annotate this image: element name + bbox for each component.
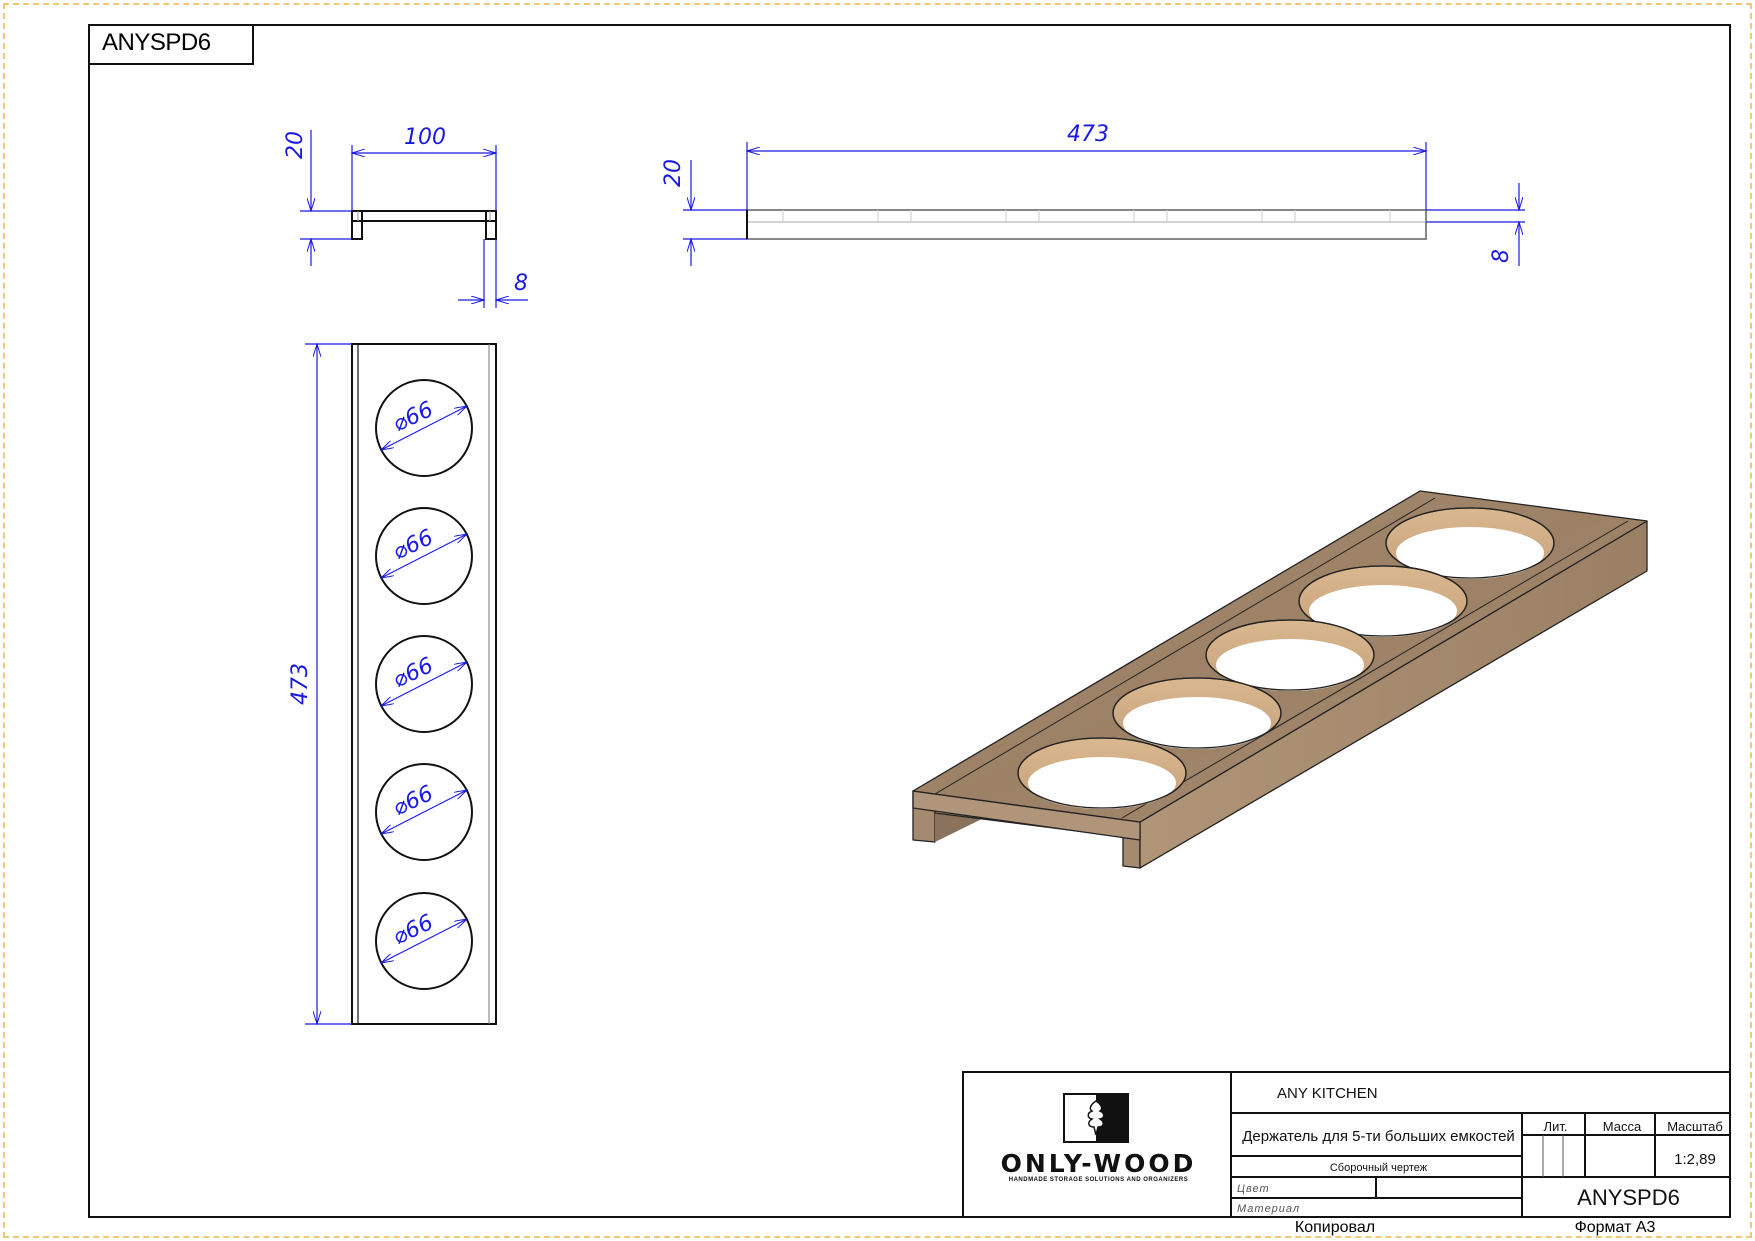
front-view-dimensions: [300, 130, 528, 308]
sheet-code-label: ANYSPD6: [88, 24, 254, 65]
iso-hole: [1298, 565, 1468, 637]
iso-hole: [1112, 677, 1282, 749]
hole-circle: [375, 635, 473, 733]
side-length-dim: 473: [1067, 122, 1109, 147]
company-name: ANY KITCHEN: [1277, 1085, 1378, 1102]
side-view: [746, 209, 1427, 240]
isometric-render: [912, 490, 1648, 869]
hole-diameter-dim-line: [381, 406, 467, 450]
side-view-dimensions: [683, 142, 1525, 266]
format-label: Формат А3: [1574, 1219, 1656, 1236]
oak-leaf-logo-icon: [1063, 1093, 1129, 1143]
title-block-grid: [1230, 1071, 1731, 1218]
side-height-dim: 20: [661, 159, 686, 187]
hole-circle: [375, 763, 473, 861]
iso-hole: [1205, 619, 1375, 691]
side-thickness-dim: 8: [1489, 249, 1514, 263]
iso-hole: [1385, 507, 1555, 579]
front-height-dim: 20: [283, 131, 308, 159]
front-width-dim: 100: [404, 125, 446, 150]
plan-view: [351, 343, 497, 1025]
drawing-frame: [88, 24, 1731, 1218]
product-name: Держатель для 5-ти больших емкостей: [1242, 1128, 1515, 1145]
hole-diameter-dim-line: [381, 534, 467, 578]
document-type: Сборочный чертеж: [1329, 1162, 1428, 1174]
hole-diameter-dim: ⌀66: [389, 525, 437, 565]
front-view: [351, 210, 497, 240]
designation: ANYSPD6: [1577, 1185, 1680, 1210]
hole-diameter-dim: ⌀66: [389, 397, 437, 437]
sheet-trim-border: [3, 3, 1752, 1238]
hole-diameter-dim: ⌀66: [389, 653, 437, 693]
scale-value: 1:2,89: [1674, 1151, 1716, 1168]
color-label: Цвет: [1237, 1183, 1270, 1195]
lit-label: Лит.: [1543, 1119, 1568, 1134]
hole-circle: [375, 507, 473, 605]
hole-diameter-dim: ⌀66: [389, 781, 437, 821]
hole-diameter-dim-line: [381, 790, 467, 834]
material-label: Материал: [1237, 1203, 1301, 1215]
scale-label: Масштаб: [1667, 1119, 1723, 1134]
mass-label: Масса: [1602, 1119, 1642, 1134]
hole-diameter-dim-line: [381, 919, 467, 963]
plan-length-dim: 473: [288, 663, 313, 705]
iso-hole: [1017, 737, 1187, 809]
logo-tagline: HANDMADE STORAGE SOLUTIONS AND ORGANIZER…: [1008, 1177, 1189, 1183]
hole-circle: [375, 892, 473, 990]
hole-diameter-dim: ⌀66: [389, 910, 437, 950]
hole-diameter-dim-line: [381, 662, 467, 706]
logo-wordmark: ONLY-WOOD: [1000, 1149, 1197, 1178]
copied-by-label: Копировал: [1294, 1219, 1376, 1236]
front-thickness-dim: 8: [514, 271, 528, 296]
hole-circle: [375, 379, 473, 477]
title-block: ONLY-WOOD HANDMADE STORAGE SOLUTIONS AND…: [962, 1071, 1731, 1218]
plan-view-dimensions: [305, 344, 352, 1024]
